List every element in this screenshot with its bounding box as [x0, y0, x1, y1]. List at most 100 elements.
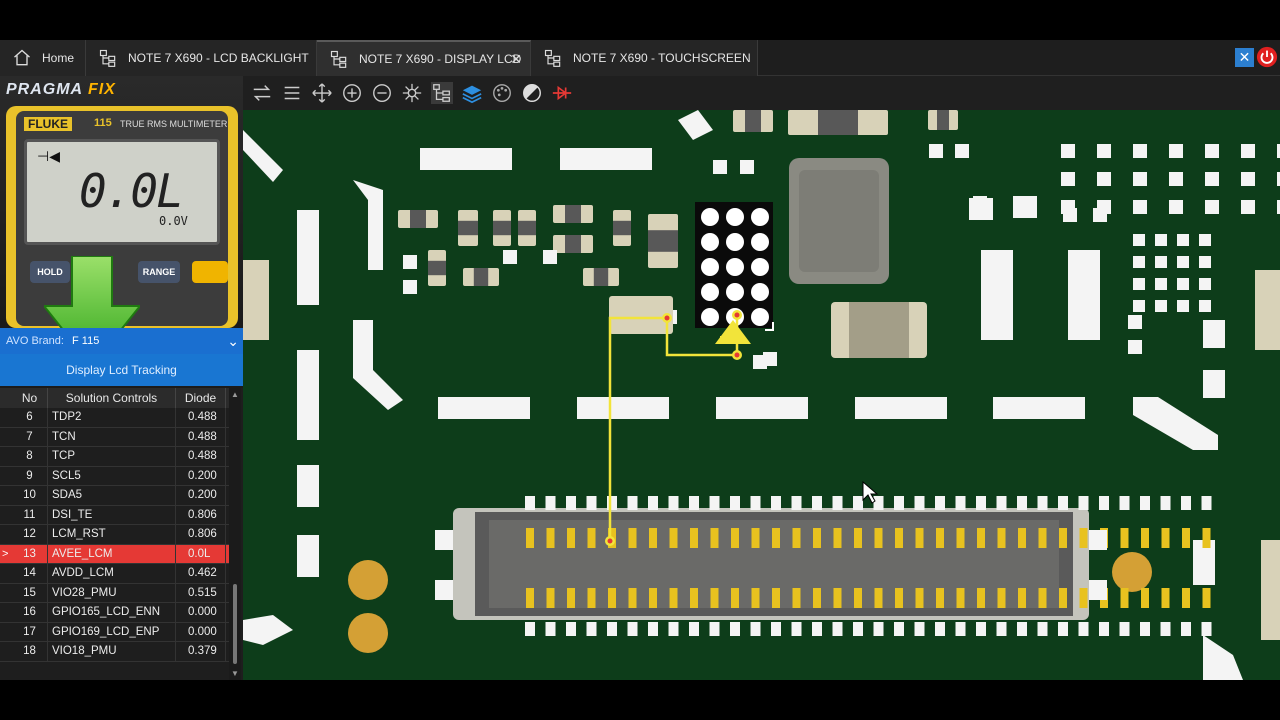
row-value: 0.488 [176, 408, 226, 427]
row-value: 0.200 [176, 486, 226, 505]
silkscreen-bar [577, 397, 669, 419]
bga-ball [726, 258, 744, 276]
connector-pad [545, 622, 556, 636]
smd-body [648, 230, 678, 252]
menu-icon[interactable] [281, 82, 303, 104]
pad [1169, 144, 1183, 158]
table-scrollbar[interactable]: ▲ ▼ [229, 388, 241, 680]
scroll-down-icon[interactable]: ▼ [231, 669, 239, 678]
tab-close-icon[interactable]: ✕ [510, 50, 522, 67]
chevron-down-icon[interactable]: ⌄ [227, 333, 239, 349]
pad [1241, 200, 1255, 214]
scroll-up-icon[interactable]: ▲ [231, 390, 239, 399]
yellow-button[interactable] [192, 261, 228, 283]
connector-pin [854, 528, 862, 548]
window-close-button[interactable]: ✕ [1235, 48, 1254, 67]
tab-touchscreen-label: NOTE 7 X690 - TOUCHSCREEN [573, 51, 751, 65]
zoom-out-icon[interactable] [371, 82, 393, 104]
move-icon[interactable] [311, 82, 333, 104]
row-value: 0.462 [176, 564, 226, 583]
connector-pad [1160, 496, 1171, 510]
scroll-thumb[interactable] [233, 584, 237, 664]
pad [1241, 144, 1255, 158]
row-no: 10 [12, 486, 48, 505]
tree-icon[interactable] [431, 82, 453, 104]
connector-pad [1078, 622, 1089, 636]
range-button[interactable]: RANGE [138, 261, 180, 283]
tab-home[interactable]: Home [0, 40, 86, 76]
pad [1169, 200, 1183, 214]
mouse-cursor-icon [862, 480, 879, 504]
row-value: 0.0L [176, 544, 226, 564]
connector-pad [791, 496, 802, 510]
connector-pin [1120, 588, 1129, 608]
zoom-in-icon[interactable] [341, 82, 363, 104]
connector-pin [1038, 588, 1047, 608]
connector-pin [587, 588, 596, 608]
tab-display-lcd[interactable]: NOTE 7 X690 - DISPLAY LCD ✕ [317, 40, 531, 76]
connector-pin [833, 528, 842, 548]
connector-pad [1058, 622, 1068, 636]
pad [713, 160, 727, 174]
row-value: 0.806 [176, 505, 226, 525]
down-arrow-icon [44, 256, 140, 328]
smd-body [613, 220, 631, 236]
tab-lcd-backlight[interactable]: NOTE 7 X690 - LCD BACKLIGHT [86, 40, 317, 76]
smd-body [818, 110, 858, 135]
row-name: GPIO165_LCD_ENN [48, 603, 176, 622]
pad [1155, 256, 1167, 268]
silkscreen-bar [297, 350, 319, 440]
hold-button[interactable]: HOLD [30, 261, 70, 283]
pad [753, 355, 767, 369]
brand-logo: PRAGMA FIX [6, 81, 116, 99]
avo-brand-select[interactable]: AVO Brand: F 115 ⌄ [0, 328, 243, 354]
connector-pad [545, 496, 556, 510]
row-no: 17 [12, 622, 48, 642]
contrast-icon[interactable] [521, 82, 543, 104]
header-value: Diode [176, 388, 226, 408]
pcb-canvas[interactable] [243, 110, 1280, 680]
connector-pad [955, 622, 966, 636]
connector-pin [997, 528, 1006, 548]
pcb-board[interactable] [243, 110, 1280, 680]
connector-pad [668, 496, 679, 510]
connector-pad [730, 622, 740, 636]
tab-home-label: Home [42, 51, 75, 65]
silkscreen-bar [1203, 635, 1243, 680]
connector-pin [628, 528, 637, 548]
power-icon[interactable] [1256, 46, 1278, 68]
pad [1199, 300, 1211, 312]
bga-ball [701, 258, 719, 276]
silkscreen-bar [993, 397, 1085, 419]
connector-pad [689, 622, 699, 636]
layers-icon[interactable] [461, 82, 483, 104]
pad [1205, 144, 1219, 158]
connector-pin [1018, 588, 1026, 608]
connector-pin [1161, 528, 1170, 548]
connector-pin [649, 588, 657, 608]
palette-icon[interactable] [491, 82, 513, 104]
tab-touchscreen[interactable]: NOTE 7 X690 - TOUCHSCREEN [531, 40, 758, 76]
swap-icon[interactable] [251, 82, 273, 104]
connector-pin [1079, 588, 1088, 608]
connector-pad [648, 622, 658, 636]
connector-pin [1202, 528, 1211, 548]
diode-icon[interactable] [551, 82, 573, 104]
connector-pad [586, 496, 597, 510]
tab-lcd-backlight-label: NOTE 7 X690 - LCD BACKLIGHT [128, 51, 309, 65]
component-icon[interactable] [401, 82, 423, 104]
